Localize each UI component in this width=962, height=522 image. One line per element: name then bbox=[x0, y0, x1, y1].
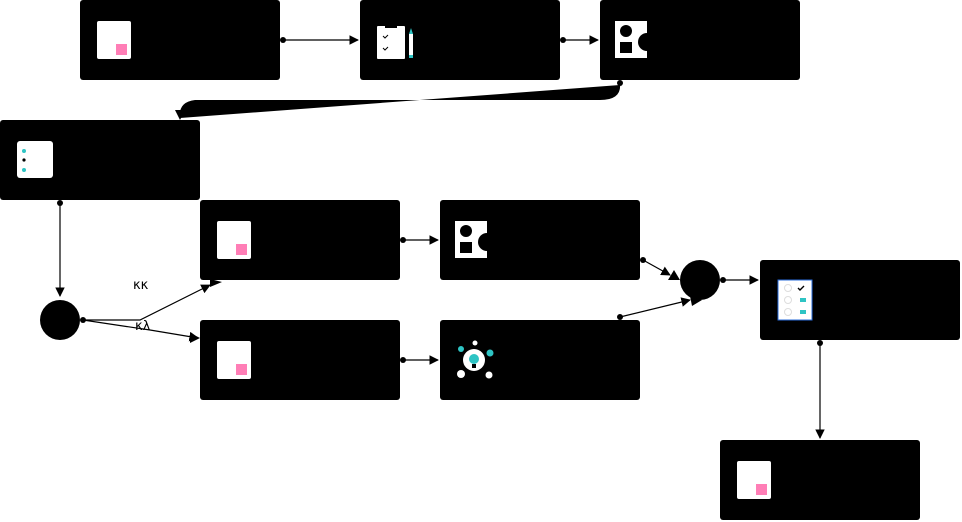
node-checklist-2[interactable] bbox=[760, 260, 960, 340]
list-icon bbox=[17, 141, 53, 178]
document-icon bbox=[217, 221, 251, 259]
edge-arrowhead bbox=[190, 333, 200, 343]
node-shapes-2[interactable] bbox=[440, 200, 640, 280]
edge-arrowhead bbox=[175, 110, 185, 120]
node-lightbulb-1[interactable] bbox=[440, 320, 640, 400]
edge-port-dot bbox=[640, 257, 646, 263]
edge-decision-n5 bbox=[83, 284, 211, 321]
edge-port-dot bbox=[400, 357, 406, 363]
shapes-icon bbox=[455, 221, 496, 258]
edge-n8-merge bbox=[619, 297, 691, 318]
branch-label-top: κκ bbox=[133, 278, 149, 293]
edge-port-dot bbox=[80, 317, 86, 323]
node-document-1[interactable] bbox=[80, 0, 280, 80]
lightbulb-network-icon bbox=[457, 340, 494, 379]
edge-port-dot bbox=[560, 37, 566, 43]
edge-arrowhead bbox=[210, 279, 222, 287]
checklist-form-icon bbox=[777, 279, 813, 321]
edge-n6-merge bbox=[642, 259, 671, 276]
node-shapes-1[interactable] bbox=[600, 0, 800, 80]
decision-gateway[interactable] bbox=[40, 300, 80, 340]
shapes-icon bbox=[615, 21, 656, 58]
edge-port-dot bbox=[57, 200, 63, 206]
branch-label-bottom: κλ bbox=[135, 319, 151, 334]
document-icon bbox=[217, 341, 251, 379]
edges bbox=[55, 35, 825, 439]
edge-port-dot bbox=[280, 37, 286, 43]
edge-port-dot bbox=[720, 277, 726, 283]
checklist-pencil-icon bbox=[377, 22, 413, 59]
document-icon bbox=[97, 21, 131, 59]
edge-port-dot bbox=[617, 80, 623, 86]
edge-n3-n4 bbox=[179, 83, 621, 118]
node-document-2[interactable] bbox=[200, 200, 400, 280]
merge-gateway[interactable] bbox=[680, 260, 720, 300]
node-document-3[interactable] bbox=[200, 320, 400, 400]
node-list-1[interactable] bbox=[0, 120, 200, 200]
edge-decision-n7 bbox=[82, 319, 199, 342]
node-checklist-1[interactable] bbox=[360, 0, 560, 80]
edge-port-dot bbox=[400, 237, 406, 243]
edge-port-dot bbox=[817, 340, 823, 346]
node-document-4[interactable] bbox=[720, 440, 920, 520]
edge-port-dot bbox=[617, 314, 623, 320]
edge-arrowhead bbox=[668, 270, 680, 280]
document-icon bbox=[737, 461, 771, 499]
